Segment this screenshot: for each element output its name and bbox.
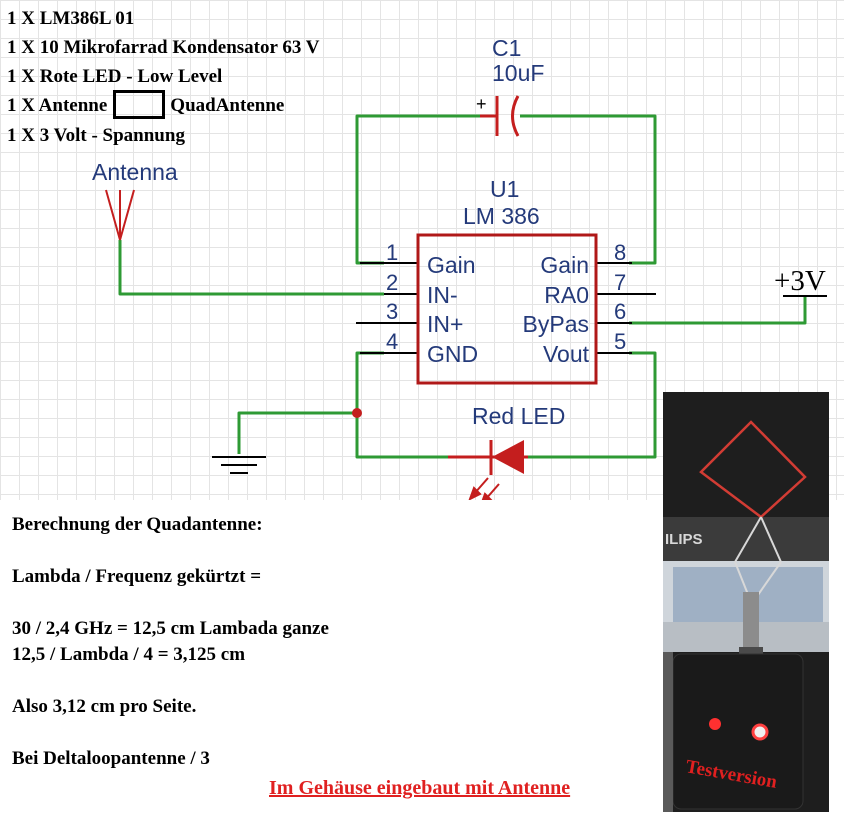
parts-list-item: 1 X LM386L 01 [7, 8, 135, 29]
ic-pin-name: Vout [543, 341, 590, 367]
parts-list-item: 1 X 3 Volt - Spannung [7, 125, 185, 147]
wire-antenna [118, 240, 384, 296]
ic-pin-number: 4 [386, 329, 398, 354]
capacitor-value: 10uF [492, 60, 544, 86]
schematic-diagram: Antenna C1 10uF + U1 LM 386 1 2 3 4 Gain… [92, 35, 827, 500]
ic-name: LM 386 [463, 203, 540, 229]
parts-list: 1 X LM386L 01 1 X 10 Mikrofarrad Kondens… [7, 4, 319, 150]
parts-list-item: 1 X 10 Mikrofarrad Kondensator 63 V [7, 37, 320, 58]
calculation-spacer [12, 590, 329, 616]
ic-pin-number: 3 [386, 299, 398, 324]
ic-pin-name: RA0 [544, 282, 589, 308]
parts-list-item-antenna: 1 X Antenne QuadAntenne [7, 90, 319, 121]
ic-pin-name: ByPas [523, 311, 589, 337]
capacitor-c1 [480, 95, 520, 137]
antenna-calculation: Berechnung der Quadantenne: Lambda / Fre… [12, 512, 329, 772]
wire-gnd [355, 351, 448, 459]
calculation-spacer [12, 538, 329, 564]
ic-pin-stubs [356, 262, 656, 354]
calculation-spacer [12, 668, 329, 694]
calculation-line: Also 3,12 cm pro Seite. [12, 696, 197, 717]
led-light [751, 723, 769, 741]
calculation-line: Lambda / Frequenz gekürtzt = [12, 566, 262, 587]
ic-pin-number: 8 [614, 240, 626, 265]
ic-pin-number: 1 [386, 240, 398, 265]
ic-pin-name: GND [427, 341, 478, 367]
wire-vout [528, 351, 657, 459]
junction-dot [352, 408, 362, 418]
device-photo: ILIPS Testversion [663, 392, 829, 812]
calculation-line: 30 / 2,4 GHz = 12,5 cm Lambada ganze [12, 618, 329, 639]
ic-pin-number: 6 [614, 299, 626, 324]
parts-list-suffix: QuadAntenne [170, 95, 285, 116]
calculation-spacer [12, 720, 329, 746]
calculation-line: Bei Deltaloopantenne / 3 [12, 748, 210, 769]
calculation-line: 12,5 / Lambda / 4 = 3,125 cm [12, 644, 246, 665]
ic-pin-name: Gain [540, 252, 589, 278]
ic-pin-number: 7 [614, 270, 626, 295]
led-light [709, 718, 721, 730]
ground-symbol [212, 456, 266, 474]
ic-ref: U1 [490, 176, 519, 202]
antenna-placeholder-box [113, 90, 166, 120]
ic-pin-name: Gain [427, 252, 476, 278]
wire-gain-loop-right [520, 114, 657, 265]
device-photo-illustration: ILIPS Testversion [663, 392, 829, 812]
wire-supply [629, 296, 807, 325]
capacitor-polarity: + [476, 94, 487, 114]
calculation-line: Berechnung der Quadantenne: [12, 514, 263, 535]
parts-list-item: 1 X Antenne [7, 95, 108, 116]
ic-pin-number: 2 [386, 270, 398, 295]
antenna-label: Antenna [92, 159, 178, 185]
led-label: Red LED [472, 403, 565, 429]
ic-pin-name: IN+ [427, 311, 463, 337]
red-led-symbol [448, 440, 528, 500]
ic-pin-name: IN- [427, 282, 458, 308]
monitor-brand-text: ILIPS [665, 531, 703, 548]
supply-label: +3V [774, 265, 826, 297]
antenna-symbol [105, 189, 135, 241]
parts-list-item: 1 X Rote LED - Low Level [7, 66, 223, 87]
ic-body [416, 233, 598, 385]
wire-gnd-ground [237, 411, 357, 454]
ic-pin-number: 5 [614, 329, 626, 354]
capacitor-ref: C1 [492, 35, 521, 61]
photo-caption: Im Gehäuse eingebaut mit Antenne [269, 777, 571, 799]
